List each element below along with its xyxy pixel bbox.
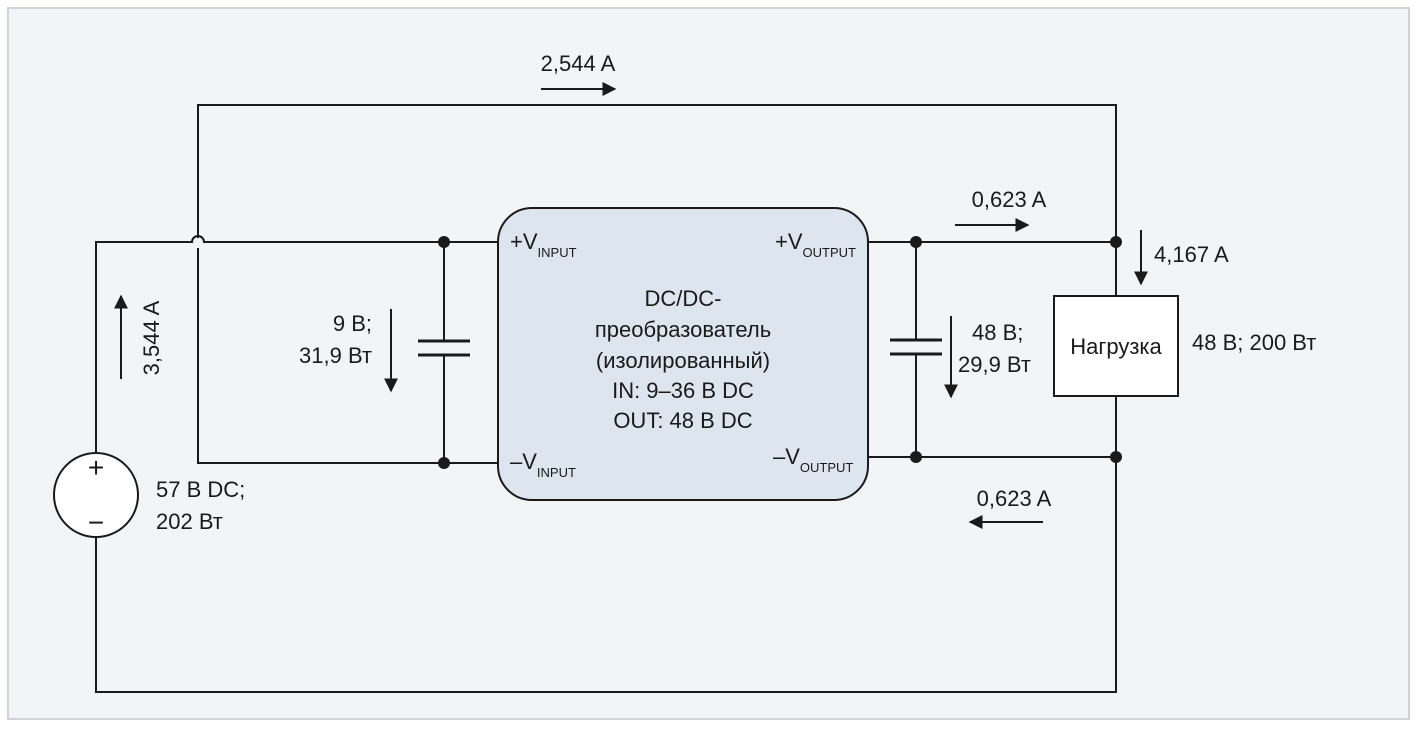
converter-input-range: IN: 9–36 B DC xyxy=(612,378,754,403)
junction-dot xyxy=(438,457,450,469)
output-cap-power: 29,9 Вт xyxy=(958,352,1031,377)
bypass-wire-lower xyxy=(197,248,444,464)
converter-title: DC/DC- xyxy=(645,286,722,311)
junction-dot xyxy=(910,236,922,248)
source-power-label: 202 Вт xyxy=(156,509,223,534)
bypass-current-label: 2,544 A xyxy=(541,51,616,76)
load-label: Нагрузка xyxy=(1070,334,1162,359)
input-positive-wire xyxy=(95,235,498,453)
input-cap-power: 31,9 Вт xyxy=(299,343,372,368)
junction-dot xyxy=(910,451,922,463)
source-current-label: 3,544 A xyxy=(139,300,164,375)
source-plus-sign: + xyxy=(88,452,104,483)
bypass-wire xyxy=(197,104,1117,242)
output-bottom-current-label: 0,623 A xyxy=(977,486,1052,511)
input-cap-voltage: 9 B; xyxy=(333,311,372,336)
converter-output: OUT: 48 B DC xyxy=(613,408,752,433)
load-current-label: 4,167 A xyxy=(1154,242,1229,267)
junction-dot xyxy=(1110,236,1122,248)
source-voltage-label: 57 B DC; xyxy=(156,477,245,502)
junction-dot xyxy=(1110,451,1122,463)
pin-vout-minus: –VOUTPUT xyxy=(773,444,853,475)
load-box xyxy=(1053,295,1179,397)
converter-block xyxy=(497,207,869,501)
converter-type: преобразователь xyxy=(595,317,771,342)
output-top-current-label: 0,623 A xyxy=(972,187,1047,212)
voltage-source xyxy=(53,452,139,538)
load-rating: 48 B; 200 Вт xyxy=(1192,330,1316,355)
pin-vout-plus: +VOUTPUT xyxy=(775,229,856,260)
converter-isolation: (изолированный) xyxy=(596,348,770,373)
output-cap-voltage: 48 B; xyxy=(972,320,1023,345)
junction-dot xyxy=(438,236,450,248)
return-wire xyxy=(95,457,1117,693)
pin-vin-minus: –VINPUT xyxy=(510,449,576,480)
source-minus-sign: − xyxy=(88,507,104,538)
pin-vin-plus: +VINPUT xyxy=(510,229,577,260)
